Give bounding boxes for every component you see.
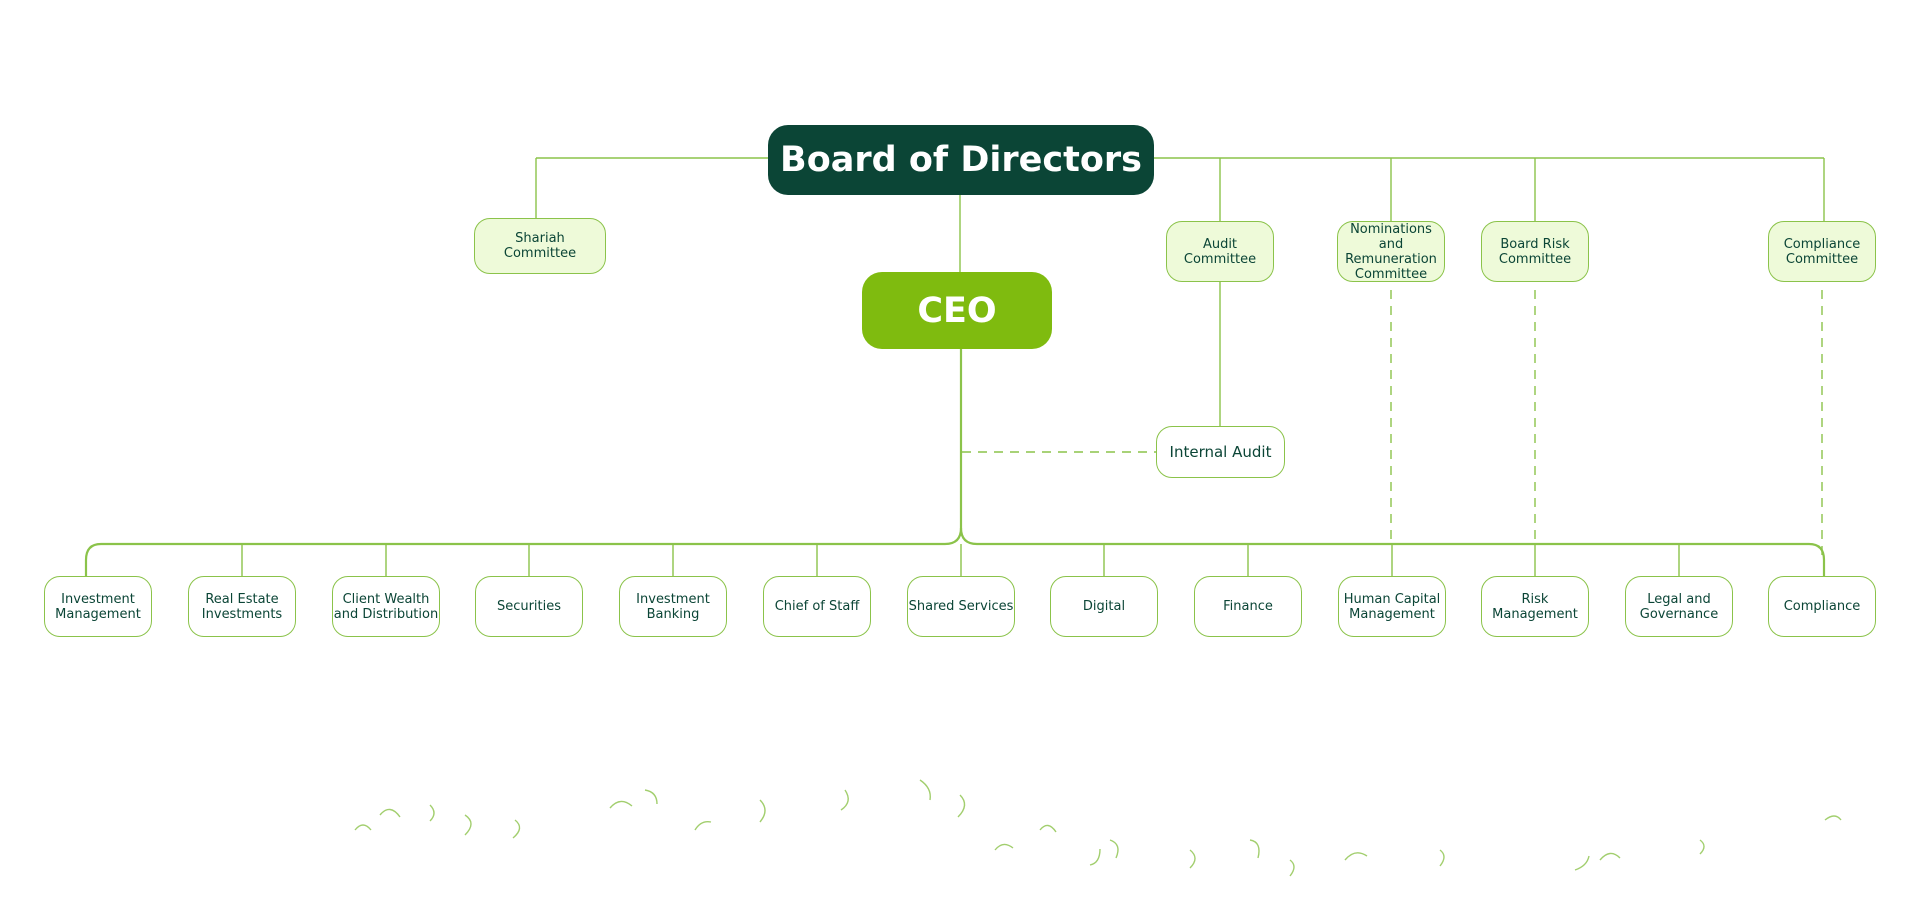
department-label: Chief of Staff	[774, 599, 860, 614]
compliance-committee-label: Compliance Committee	[1783, 236, 1861, 267]
department-label: Investment Management	[55, 591, 141, 622]
department-shared-services: Shared Services	[907, 576, 1015, 637]
department-chief-of-staff: Chief of Staff	[763, 576, 871, 637]
board-risk-committee-label: Board Risk Committee	[1498, 236, 1572, 267]
department-label: Client Wealth and Distribution	[333, 591, 439, 622]
department-real-estate-investments: Real Estate Investments	[188, 576, 296, 637]
department-label: Legal and Governance	[1639, 591, 1719, 622]
department-label: Real Estate Investments	[201, 591, 283, 622]
department-investment-management: Investment Management	[44, 576, 152, 637]
decorative-pattern	[354, 779, 1842, 877]
shariah-committee-node: Shariah Committee	[474, 218, 606, 274]
board-risk-committee-node: Board Risk Committee	[1481, 221, 1589, 282]
internal-audit-label: Internal Audit	[1169, 442, 1272, 461]
department-label: Compliance	[1783, 599, 1861, 614]
department-label: Investment Banking	[636, 591, 710, 622]
audit-committee-label: Audit Committee	[1183, 236, 1257, 267]
department-label: Human Capital Management	[1343, 591, 1441, 622]
nominations-remuneration-committee-node: Nominations and Remuneration Committee	[1337, 221, 1445, 282]
department-label: Risk Management	[1492, 591, 1578, 622]
board-of-directors-label: Board of Directors	[780, 140, 1142, 180]
compliance-committee-node: Compliance Committee	[1768, 221, 1876, 282]
department-human-capital-management: Human Capital Management	[1338, 576, 1446, 637]
department-label: Securities	[496, 599, 562, 614]
department-label: Finance	[1223, 599, 1273, 614]
department-securities: Securities	[475, 576, 583, 637]
ceo-node: CEO	[862, 272, 1052, 349]
department-label: Shared Services	[908, 599, 1014, 614]
ceo-label: CEO	[917, 290, 997, 331]
department-digital: Digital	[1050, 576, 1158, 637]
department-compliance: Compliance	[1768, 576, 1876, 637]
department-finance: Finance	[1194, 576, 1302, 637]
nominations-remuneration-committee-label: Nominations and Remuneration Committee	[1345, 221, 1437, 282]
department-client-wealth-distribution: Client Wealth and Distribution	[332, 576, 440, 637]
internal-audit-node: Internal Audit	[1156, 426, 1285, 478]
audit-committee-node: Audit Committee	[1166, 221, 1274, 282]
department-label: Digital	[1082, 599, 1126, 614]
department-risk-management: Risk Management	[1481, 576, 1589, 637]
shariah-committee-label: Shariah Committee	[503, 231, 577, 261]
board-of-directors-node: Board of Directors	[768, 125, 1154, 195]
department-investment-banking: Investment Banking	[619, 576, 727, 637]
department-legal-governance: Legal and Governance	[1625, 576, 1733, 637]
